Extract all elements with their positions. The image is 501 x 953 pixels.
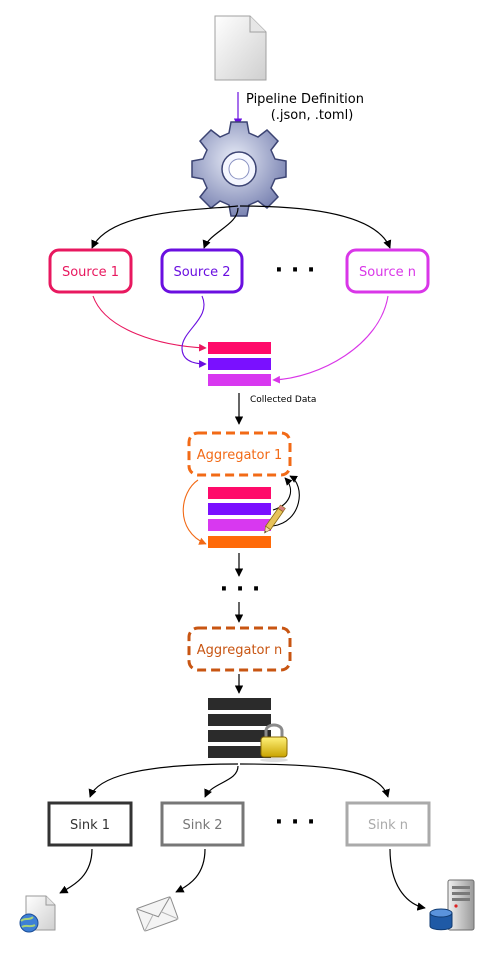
email-icon <box>136 896 179 932</box>
final-row-2 <box>208 714 271 726</box>
padlock-icon <box>260 723 288 762</box>
source-1-box: Source 1 <box>48 248 133 294</box>
sink1-to-target-arrow <box>59 848 93 894</box>
sink-n-box: Sink n <box>345 801 431 847</box>
agg-row-orange <box>208 536 271 548</box>
source1-to-data-arrow <box>92 295 207 352</box>
gear-to-source2-arrow <box>202 207 239 249</box>
agg-row-magenta <box>208 519 271 531</box>
data-row-purple <box>208 358 271 370</box>
sink-n-label: Sink n <box>368 818 408 833</box>
final-row-3 <box>208 730 271 742</box>
aggregator-n-box: Aggregator n <box>187 626 292 672</box>
aggregated-data-stack <box>208 487 271 548</box>
sinkn-to-target-arrow <box>389 848 426 911</box>
aggregators-ellipsis: · · · <box>220 577 260 602</box>
sink-2-box: Sink 2 <box>160 801 245 847</box>
collected-data-stack <box>208 342 271 386</box>
pencil-icon <box>264 504 286 534</box>
source-1-label: Source 1 <box>62 265 119 280</box>
definition-label-line2: (.json, .toml) <box>271 108 354 123</box>
final-row-4 <box>208 746 271 758</box>
agg-row-purple <box>208 503 271 515</box>
gear-icon <box>191 121 287 217</box>
final-to-sinkn-arrow <box>239 763 390 798</box>
definition-label-line1: Pipeline Definition <box>246 92 364 107</box>
loop-arrow-outer <box>272 475 300 527</box>
final-row-1 <box>208 698 271 710</box>
source2-to-data-arrow <box>181 295 207 368</box>
sourcen-to-data-arrow <box>272 295 389 384</box>
sources-ellipsis: · · · <box>275 258 315 283</box>
sinks-ellipsis: · · · <box>275 810 315 835</box>
source-2-label: Source 2 <box>173 265 230 280</box>
data-row-magenta <box>208 374 271 386</box>
web-file-icon <box>19 895 56 933</box>
data-row-red <box>208 342 271 354</box>
aggregator-1-box: Aggregator 1 <box>187 431 292 477</box>
agg-row-red <box>208 487 271 499</box>
document-icon <box>214 15 267 81</box>
sink-1-label: Sink 1 <box>70 818 110 833</box>
aggregator1-to-data-arrow <box>182 479 207 545</box>
final-to-sink1-arrow <box>88 763 239 798</box>
sink-2-label: Sink 2 <box>182 818 222 833</box>
sink2-to-target-arrow <box>175 848 206 893</box>
gear-to-source1-arrow <box>91 205 239 249</box>
final-to-sink2-arrow <box>204 765 239 798</box>
gear-to-sourcen-arrow <box>239 205 392 249</box>
source-n-box: Source n <box>345 248 430 294</box>
loop-arrow-inner <box>272 477 293 511</box>
collected-data-label: Collected Data <box>250 395 316 405</box>
database-server-icon <box>429 879 475 931</box>
aggregator-1-label: Aggregator 1 <box>197 448 282 463</box>
source-2-box: Source 2 <box>160 248 244 294</box>
sink-1-box: Sink 1 <box>47 801 133 847</box>
source-n-label: Source n <box>359 265 416 280</box>
aggregator-n-label: Aggregator n <box>197 643 282 658</box>
final-data-stack <box>208 698 271 758</box>
